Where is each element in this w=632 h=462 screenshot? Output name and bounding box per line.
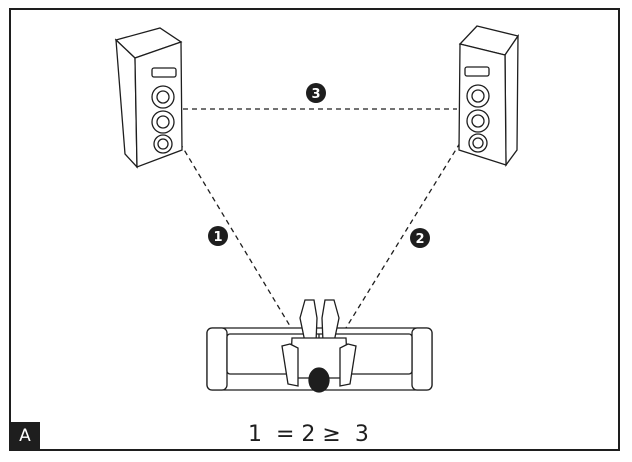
- svg-text:2: 2: [415, 232, 424, 247]
- distance-lines: [179, 108, 461, 337]
- distance-formula: 1 = 2 ≥ 3: [248, 422, 369, 447]
- distance-line-1: [179, 142, 297, 337]
- panel-label: A: [10, 422, 40, 451]
- distance-badge-3: 3: [306, 83, 326, 103]
- right-speaker-icon: [458, 25, 520, 167]
- svg-text:3: 3: [311, 87, 320, 102]
- distance-badge-2: 2: [410, 228, 430, 248]
- distance-line-2: [340, 142, 461, 337]
- left-speaker-icon: [114, 27, 183, 169]
- listener-icon: [281, 299, 357, 393]
- distance-badge-1: 1: [208, 226, 228, 246]
- svg-text:1: 1: [213, 230, 222, 245]
